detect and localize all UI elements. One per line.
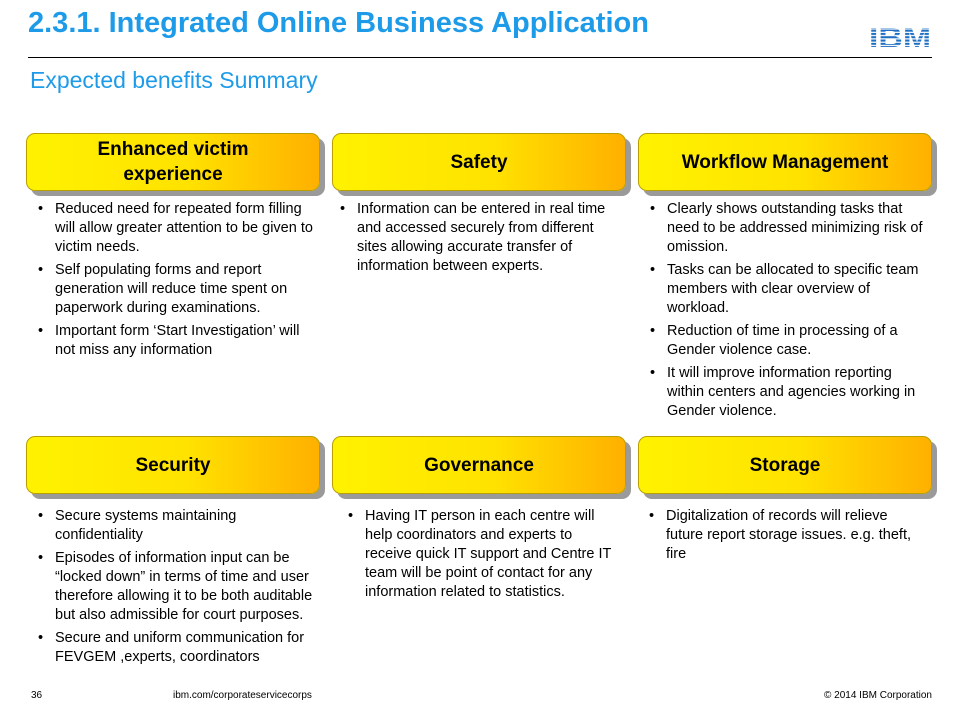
list-item: Reduced need for repeated form filling w… bbox=[32, 200, 320, 257]
list-item: Having IT person in each centre will hel… bbox=[342, 507, 622, 602]
list-item: Episodes of information input can be “lo… bbox=[32, 549, 320, 625]
bullet-list-safety: Information can be entered in real time … bbox=[334, 200, 606, 280]
list-item: Clearly shows outstanding tasks that nee… bbox=[644, 200, 932, 257]
slide-subtitle: Expected benefits Summary bbox=[30, 67, 318, 93]
list-item: Digitalization of records will relieve f… bbox=[643, 507, 918, 564]
page-number: 36 bbox=[31, 690, 43, 701]
list-item: It will improve information reporting wi… bbox=[644, 364, 932, 421]
footer-url: ibm.com/corporateservicecorps bbox=[173, 690, 312, 701]
list-item: Tasks can be allocated to specific team … bbox=[644, 261, 932, 318]
benefit-box-storage: Storage bbox=[638, 436, 932, 494]
list-item: Reduction of time in processing of a Gen… bbox=[644, 322, 932, 360]
bullet-list-governance: Having IT person in each centre will hel… bbox=[342, 507, 622, 606]
benefit-box-governance: Governance bbox=[332, 436, 626, 494]
benefit-box-enhanced-victim-experience: Enhanced victim experience bbox=[26, 133, 320, 191]
slide-title: 2.3.1. Integrated Online Business Applic… bbox=[28, 7, 649, 39]
list-item: Important form ‘Start Investigation’ wil… bbox=[32, 322, 320, 360]
bullet-list-enhanced-victim-experience: Reduced need for repeated form filling w… bbox=[32, 200, 320, 364]
bullet-list-security: Secure systems maintaining confidentiali… bbox=[32, 507, 320, 671]
list-item: Secure systems maintaining confidentiali… bbox=[32, 507, 320, 545]
list-item: Information can be entered in real time … bbox=[334, 200, 606, 276]
bullet-list-storage: Digitalization of records will relieve f… bbox=[643, 507, 918, 568]
bullet-list-workflow-management: Clearly shows outstanding tasks that nee… bbox=[644, 200, 932, 425]
title-divider bbox=[28, 57, 932, 58]
list-item: Self populating forms and report generat… bbox=[32, 261, 320, 318]
ibm-logo: IBM bbox=[869, 23, 931, 49]
copyright-notice: © 2014 IBM Corporation bbox=[824, 690, 932, 701]
benefit-box-safety: Safety bbox=[332, 133, 626, 191]
list-item: Secure and uniform communication for FEV… bbox=[32, 629, 320, 667]
benefit-box-workflow-management: Workflow Management bbox=[638, 133, 932, 191]
ibm-logo-text: IBM bbox=[869, 23, 931, 49]
benefit-box-security: Security bbox=[26, 436, 320, 494]
